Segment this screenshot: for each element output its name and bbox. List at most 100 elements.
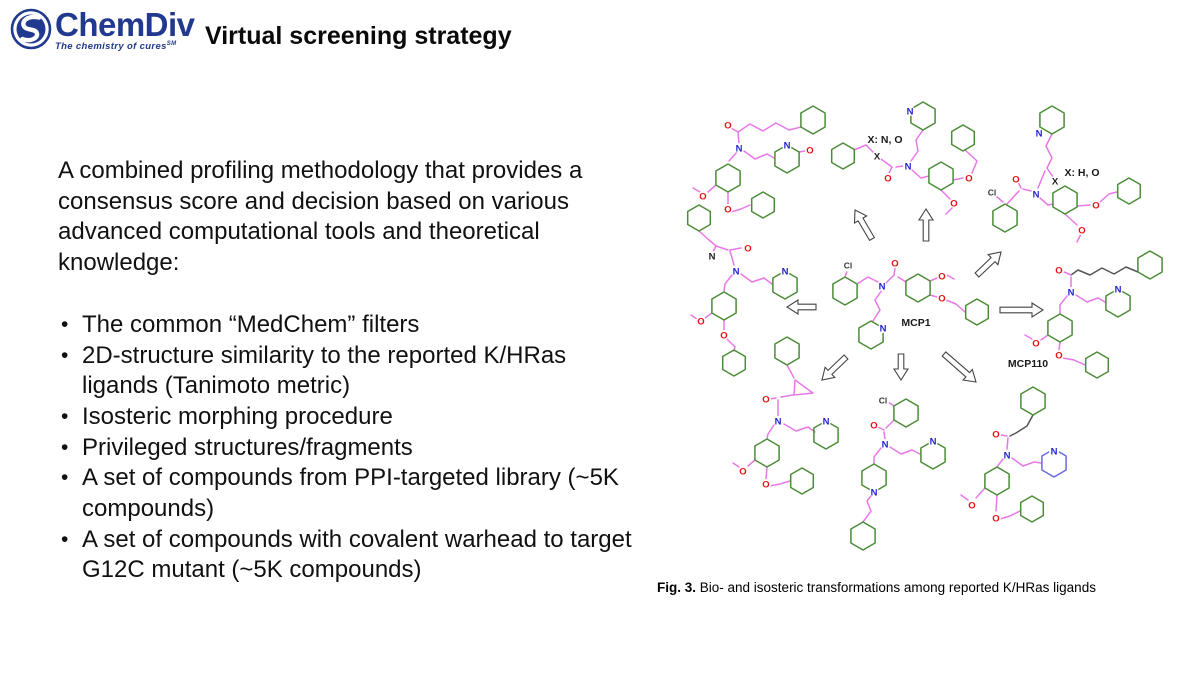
figure-caption-text: Bio- and isosteric transformations among… — [696, 580, 1096, 595]
atom-label: O — [1078, 225, 1085, 236]
atom-label: N — [782, 266, 789, 277]
ring — [1105, 288, 1131, 318]
tagline-text: The chemistry of cures — [55, 41, 167, 53]
atom-label: N — [880, 323, 887, 334]
atom-label: N — [1068, 287, 1075, 298]
atom-label: Cl — [988, 187, 997, 197]
ring — [1052, 185, 1078, 215]
ring — [1047, 313, 1073, 343]
ring — [750, 191, 776, 219]
transformation-arrow — [892, 353, 910, 382]
atom-label: Cl — [844, 260, 853, 270]
atom-label: X — [1052, 176, 1059, 187]
chemdiv-logo-name: ChemDiv — [55, 6, 195, 43]
transformation-arrow — [785, 298, 817, 316]
atom-label: O — [968, 500, 975, 511]
transformation-arrow — [853, 209, 876, 242]
atom-label: O — [1055, 265, 1062, 276]
ring — [832, 276, 858, 306]
ring — [774, 144, 800, 174]
ring — [789, 467, 815, 495]
ring — [850, 521, 876, 551]
chemdiv-logo: ChemDiv The chemistry of curesSM — [10, 8, 195, 52]
ring — [1019, 495, 1045, 523]
structure-label: X: N, O — [867, 134, 902, 146]
transformation-arrow — [974, 251, 1002, 278]
atom-label: O — [1012, 174, 1019, 185]
ring — [1039, 105, 1065, 135]
ring — [1020, 386, 1046, 416]
atom-label: N — [1115, 284, 1122, 295]
ring — [813, 420, 839, 450]
ring — [830, 142, 856, 170]
bullet-item: Isosteric morphing procedure — [58, 402, 636, 433]
body-text: A combined profiling methodology that pr… — [58, 156, 636, 586]
chemdiv-logo-tagline: The chemistry of curesSM — [55, 41, 195, 52]
atom-label: O — [1032, 338, 1039, 349]
atom-label: O — [806, 145, 813, 156]
ring — [1041, 448, 1067, 478]
ring — [950, 124, 976, 152]
ring — [910, 101, 936, 131]
atom-label: O — [891, 258, 898, 269]
atom-label: O — [724, 120, 731, 131]
ring — [992, 203, 1018, 233]
figure-caption-prefix: Fig. 3. — [657, 580, 697, 595]
atom-label: O — [938, 271, 945, 282]
ring — [1116, 177, 1142, 205]
ring — [774, 336, 800, 366]
atom-label: O — [1055, 350, 1062, 361]
ring — [754, 438, 780, 468]
atom-label: O — [720, 330, 727, 341]
atom-label: O — [697, 316, 704, 327]
transformation-arrow — [821, 354, 849, 381]
atom-label: N — [1051, 446, 1058, 457]
transformation-arrow — [917, 207, 935, 242]
atom-label: N — [879, 281, 886, 292]
atom-label: O — [884, 173, 891, 184]
structure-label: X: H, O — [1064, 167, 1099, 179]
page-title: Virtual screening strategy — [205, 22, 512, 50]
molecule-phenylalanine-amide: N O N N O O — [686, 204, 798, 377]
atom-label: N — [709, 251, 716, 262]
molecule-phenylbutyl-pyridinone-amide: O N N O O O — [692, 105, 826, 219]
atom-label: N — [1036, 128, 1043, 139]
atom-label: O — [724, 204, 731, 215]
ring — [1084, 351, 1110, 379]
structure-label: MCP1 — [901, 317, 930, 329]
atom-label: O — [744, 243, 751, 254]
atom-label: N — [784, 140, 791, 151]
atom-label: O — [870, 420, 877, 431]
atom-label: O — [699, 191, 706, 202]
bullet-item: The common “MedChem” filters — [58, 310, 636, 341]
atom-label: O — [938, 293, 945, 304]
ring — [893, 398, 919, 428]
atom-label: X — [874, 151, 881, 162]
atom-label: O — [992, 429, 999, 440]
atom-label: N — [907, 106, 914, 117]
atom-label: O — [762, 479, 769, 490]
atom-label: N — [930, 436, 937, 447]
atom-label: N — [1033, 189, 1040, 200]
bullet-item: Privileged structures/fragments — [58, 433, 636, 464]
transformation-arrow — [941, 351, 977, 383]
atom-label: N — [736, 143, 743, 154]
chemdiv-logo-icon — [10, 8, 52, 50]
atom-label: N — [733, 266, 740, 277]
atom-label: N — [871, 487, 878, 498]
atom-label: O — [739, 466, 746, 477]
ring — [1137, 250, 1163, 280]
bullet-item: 2D-structure similarity to the reported … — [58, 341, 636, 402]
bullet-item: A set of compounds from PPI-targeted lib… — [58, 463, 636, 524]
atom-label: O — [992, 513, 999, 524]
ring — [984, 466, 1010, 496]
chemdiv-logo-text: ChemDiv The chemistry of curesSM — [55, 8, 195, 52]
